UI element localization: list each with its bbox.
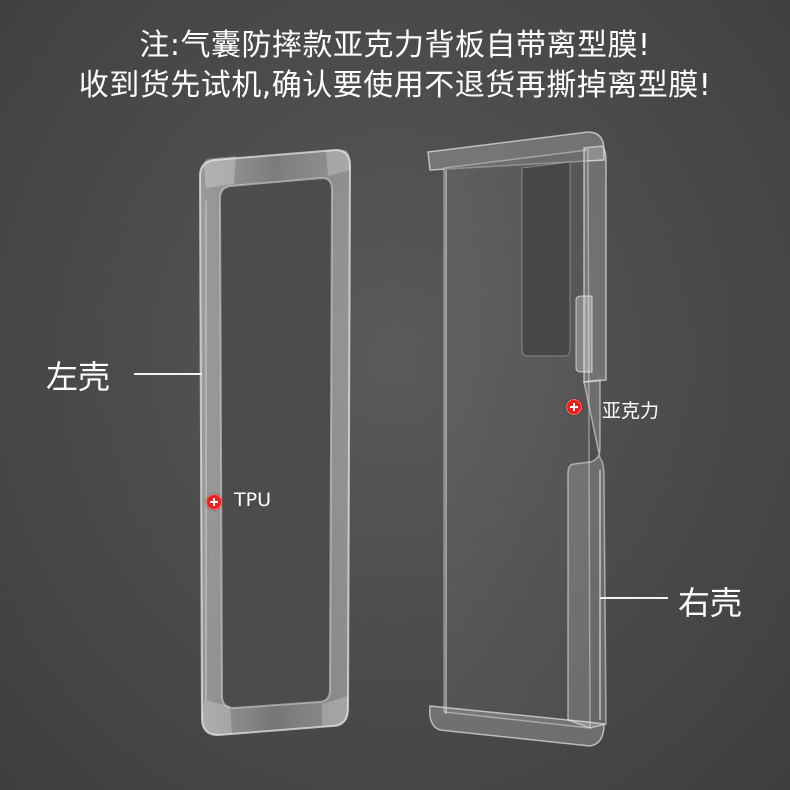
left-shell-label: 左壳 bbox=[46, 358, 111, 396]
notice-line-1: 注:气囊防摔款亚克力背板自带离型膜! bbox=[139, 28, 651, 63]
acrylic-material-label: 亚克力 bbox=[602, 400, 660, 422]
left-shell bbox=[198, 148, 352, 737]
acrylic-marker-icon bbox=[566, 399, 582, 415]
right-shell-leader-line bbox=[600, 597, 668, 599]
left-shell-leader-line bbox=[134, 373, 202, 375]
tpu-marker-icon bbox=[206, 494, 222, 510]
right-shell bbox=[427, 131, 607, 747]
right-shell-label: 右壳 bbox=[678, 584, 743, 622]
notice-line-2: 收到货先试机,确认要使用不退货再撕掉离型膜! bbox=[78, 68, 712, 103]
tpu-material-label: TPU bbox=[234, 489, 271, 511]
